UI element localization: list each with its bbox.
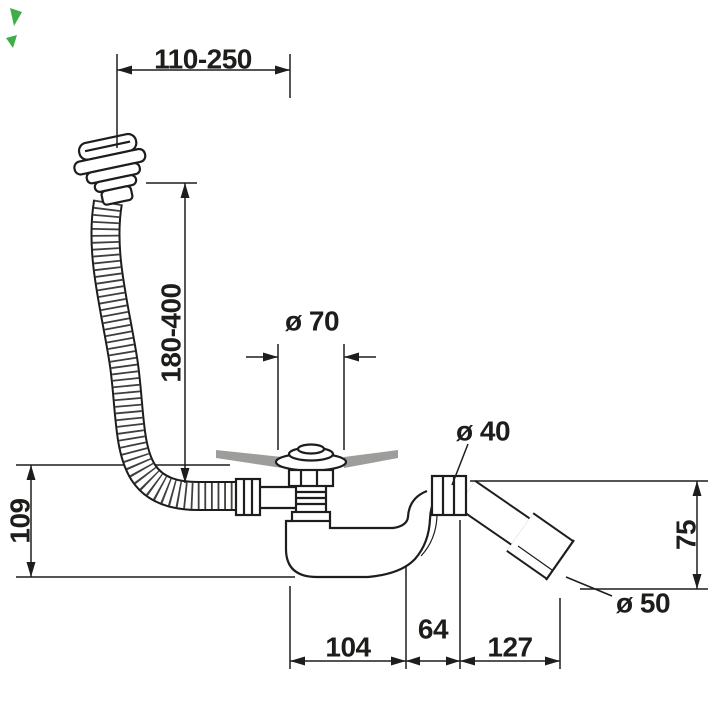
dimension-left-depth: 109 [5, 465, 295, 578]
flexible-overflow-hose [90, 199, 235, 511]
dim-outlet-diameter-label: ø 50 [616, 588, 670, 619]
dim-right-height-label: 75 [671, 520, 702, 550]
tub-bottom-section [216, 450, 398, 468]
dim-top-width-label: 110-250 [154, 44, 252, 75]
dimension-pipe-diameter: ø 40 [451, 416, 511, 486]
outlet-pipe [456, 480, 575, 581]
dimension-bottom-chain: 104 64 127 [289, 520, 561, 669]
drain-strainer-and-trap [274, 443, 451, 579]
overflow-fitting [73, 132, 147, 206]
dim-pipe-diameter-label: ø 40 [456, 416, 510, 447]
hose-coupling-nut [234, 477, 296, 517]
pipe-union-nut [430, 474, 468, 517]
dimension-right-height: 75 [470, 480, 708, 590]
dimension-overflow-height: 180-400 [146, 182, 197, 483]
dim-overflow-height-label: 180-400 [156, 283, 187, 382]
dim-strainer-diameter-label: ø 70 [285, 306, 339, 337]
dim-left-depth-label: 109 [5, 498, 36, 543]
dimension-strainer-diameter: ø 70 [246, 306, 376, 450]
dim-bottom-left-label: 104 [325, 632, 371, 663]
print-artifact-marks [6, 8, 22, 48]
dimension-top-width: 110-250 [116, 44, 291, 148]
dim-bottom-middle-label: 64 [418, 614, 449, 645]
dimension-outlet-diameter: ø 50 [565, 576, 671, 619]
dim-bottom-right-label: 127 [487, 632, 532, 663]
